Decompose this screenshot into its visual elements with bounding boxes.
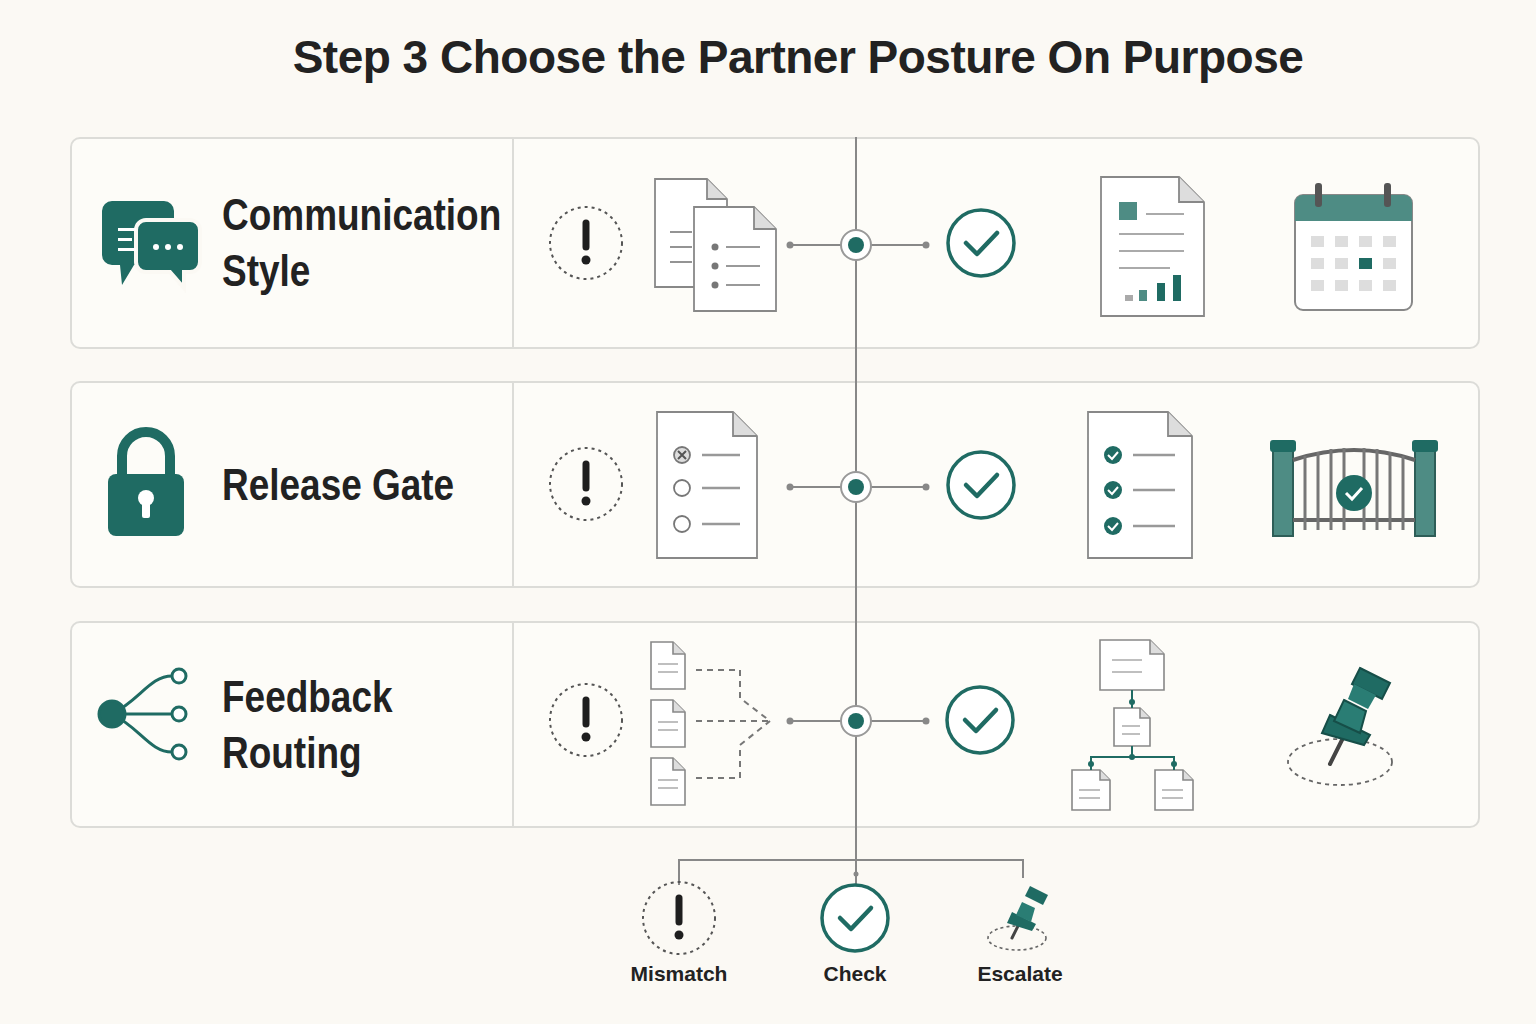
legend-label: Check — [775, 962, 935, 986]
legend-label: Mismatch — [599, 962, 759, 986]
row-label: Feedback Routing — [222, 669, 474, 781]
legend-label: Escalate — [940, 962, 1100, 986]
row-label: Communication Style — [222, 187, 474, 299]
diagram-title: Step 3 Choose the Partner Posture On Pur… — [0, 30, 1536, 84]
row-panel: Release Gate — [70, 381, 1480, 588]
row-panel: Communication Style — [70, 137, 1480, 349]
row-label: Release Gate — [222, 457, 474, 513]
row-panel: Feedback Routing — [70, 621, 1480, 828]
